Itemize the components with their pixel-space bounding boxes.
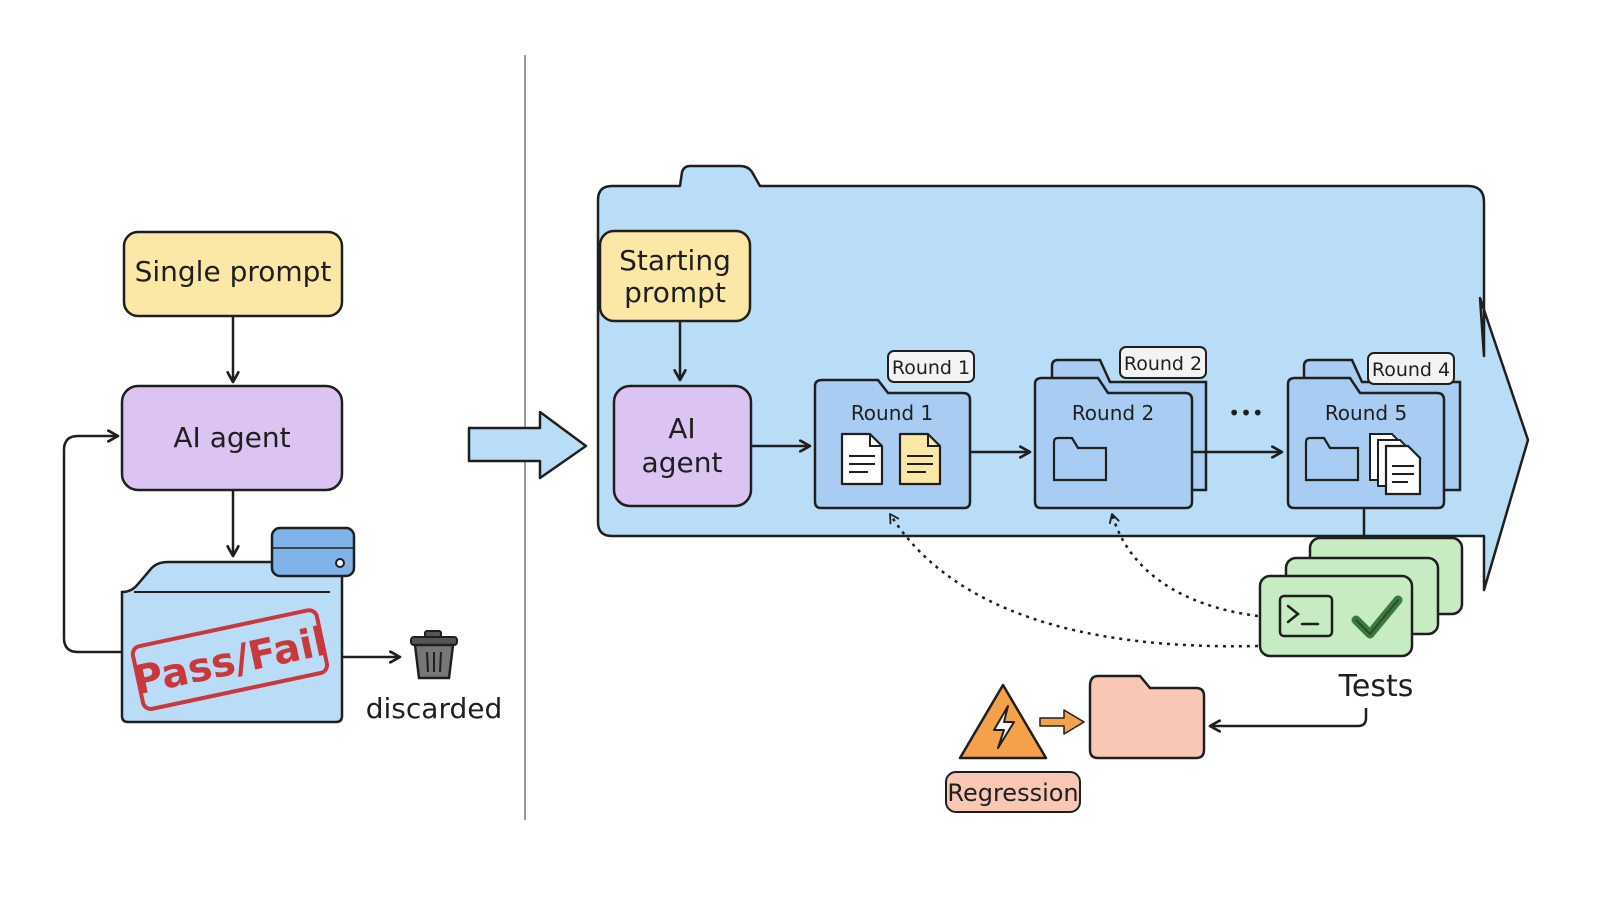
- round-2-folder: Round 2 Round 2: [1033, 346, 1208, 510]
- round-2-label: Round 2: [1072, 401, 1154, 425]
- tests-to-round1-feedback: [888, 513, 1259, 648]
- warning-to-folder-arrow: [1039, 709, 1085, 735]
- document-icon: [898, 432, 942, 486]
- ellipsis: •••: [1228, 401, 1263, 425]
- storage-drive-icon: [270, 526, 356, 578]
- tests-to-round2-feedback: [1108, 513, 1259, 618]
- ai-agent-box-right: AI agent: [612, 384, 753, 508]
- regression-folder: [1088, 674, 1206, 760]
- round-1-tab: Round 1: [892, 357, 970, 379]
- transition-arrow: [467, 410, 588, 480]
- single-prompt-label: Single prompt: [135, 255, 332, 288]
- regression-badge: Regression: [945, 771, 1081, 813]
- tests-to-regression-arrow: [1210, 708, 1368, 726]
- documents-stack-icon: [1369, 433, 1422, 496]
- round-5-label: Round 5: [1325, 401, 1407, 425]
- ai-agent-line1: AI: [668, 412, 695, 445]
- tests-stack: [1258, 536, 1464, 658]
- round-2-tab: Round 2: [1124, 353, 1202, 375]
- round-1-label: Round 1: [851, 401, 933, 425]
- starting-prompt-line2: prompt: [624, 276, 726, 309]
- ai-agent-label-left: AI agent: [173, 421, 290, 454]
- starting-prompt-line1: Starting: [619, 244, 731, 277]
- ai-agent-box-left: AI agent: [120, 384, 344, 492]
- folder-icon: [1052, 436, 1108, 482]
- retry-loop-arrow: [62, 436, 124, 654]
- regression-label: Regression: [947, 779, 1078, 807]
- document-icon: [840, 432, 884, 486]
- left-panel: Single prompt AI agent Pass/Fail: [62, 230, 503, 725]
- trash-icon: [410, 630, 458, 680]
- discarded-label: discarded: [366, 692, 503, 725]
- tests-label: Tests: [1338, 669, 1414, 704]
- ai-agent-line2: agent: [642, 446, 723, 479]
- folder-icon: [1304, 436, 1360, 482]
- terminal-icon: [1278, 594, 1334, 638]
- round-5-tab: Round 4: [1372, 359, 1450, 381]
- warning-icon: [958, 683, 1048, 760]
- round-1-folder: Round 1 Round 1: [813, 350, 975, 510]
- single-prompt-box: Single prompt: [122, 230, 344, 318]
- round-5-folder: Round 4 Round 5: [1286, 352, 1462, 510]
- right-panel: Starting prompt AI agent Round 1 Round 1: [596, 164, 1530, 813]
- starting-prompt-box: Starting prompt: [598, 229, 752, 323]
